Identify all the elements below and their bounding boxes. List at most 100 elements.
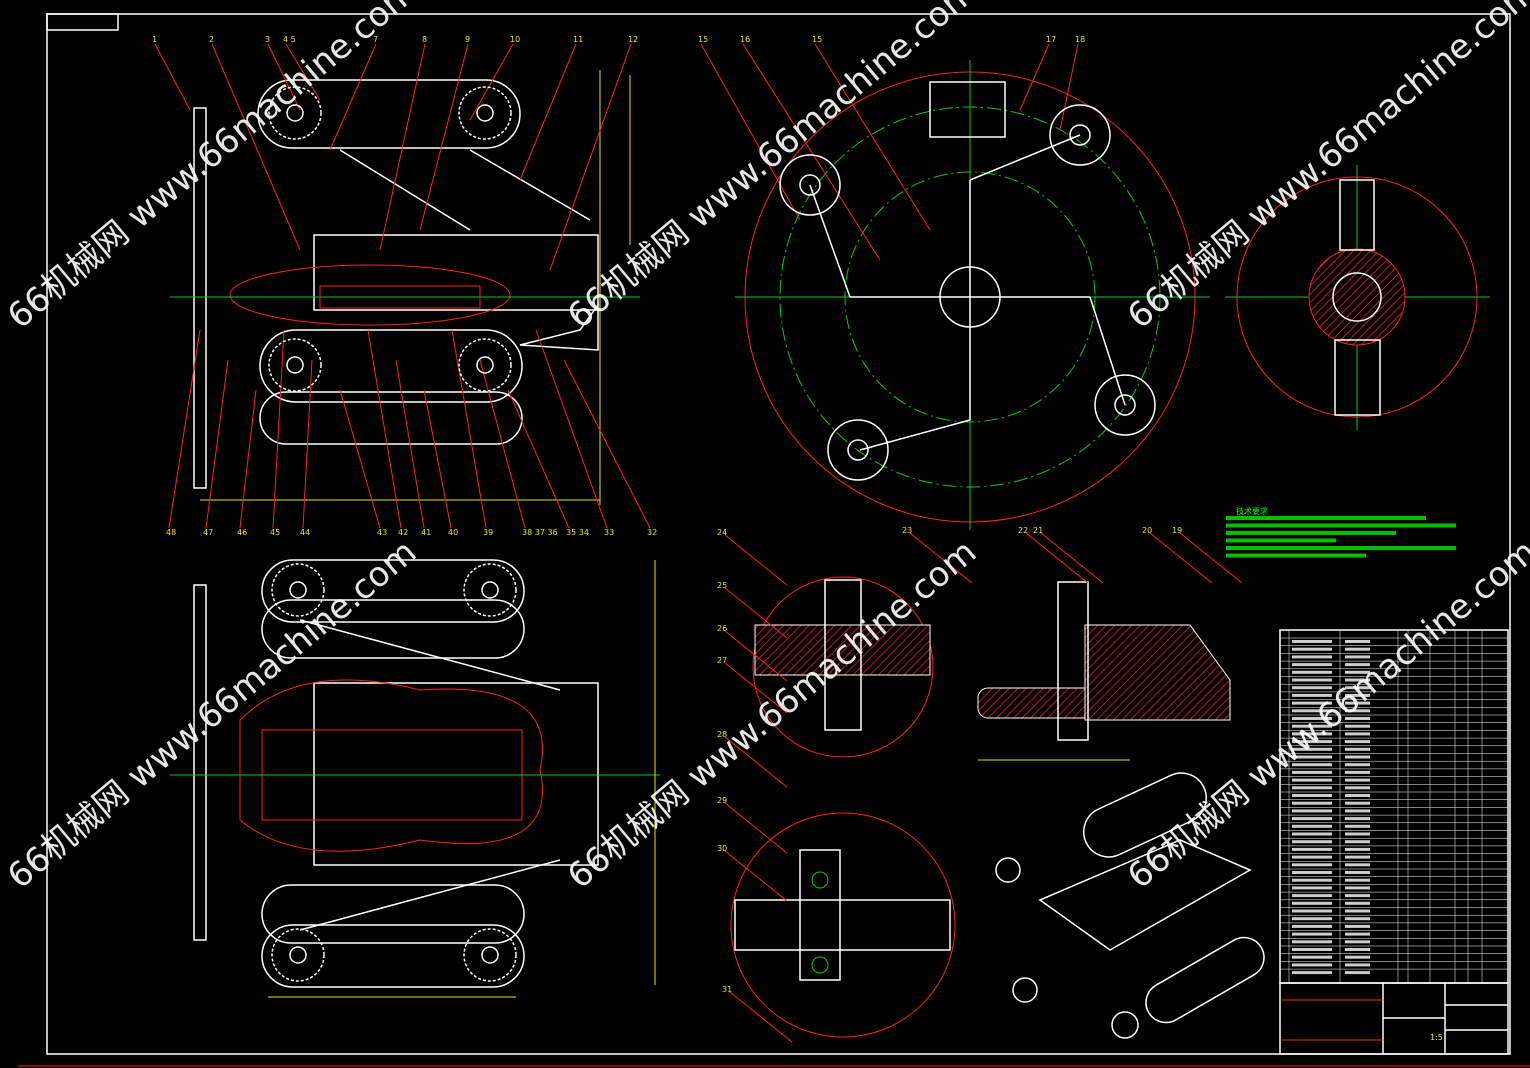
parts-row-name [1345,678,1370,682]
parts-row-name [1345,709,1370,713]
parts-row-name [1345,755,1370,759]
leader-line [724,587,788,639]
scale-label: 1:5 [1430,1033,1443,1042]
parts-row-name [1345,778,1370,782]
leader-line [563,359,651,529]
part-label: 29 [717,796,727,805]
parts-row-code [1292,924,1332,928]
technical-notes: 技术要求 [1226,506,1456,558]
parts-row-code [1292,894,1332,898]
wheel [827,419,889,481]
parts-row-name [1345,955,1370,959]
leader-line [272,329,285,529]
parts-row-name [1345,732,1370,736]
parts-row-code [1292,686,1332,690]
part-label: 4 5 [283,35,296,44]
note-line [1226,516,1426,520]
parts-row-code [1292,863,1332,867]
parts-row-code [1292,640,1332,643]
leader-line [724,850,788,902]
gear-hub [481,581,499,599]
parts-row-code [1292,693,1332,697]
leader-line [1040,532,1104,584]
parts-row-code [1292,878,1332,882]
parts-row-name [1345,871,1370,874]
parts-row-code [1292,724,1332,728]
parts-row-name [1345,817,1370,821]
part-label: 41 [421,528,431,537]
part-label: 44 [300,528,310,537]
parts-row-code [1292,809,1332,813]
leader-line [700,43,801,221]
parts-row-code [1292,901,1332,905]
parts-row-code [1292,794,1332,797]
leader-line [469,43,514,121]
parts-row-name [1345,794,1370,797]
notes-title: 技术要求 [1236,506,1268,516]
parts-row-name [1345,847,1370,851]
part-label: 38 37 36 [522,528,558,537]
leader-line [519,43,577,181]
parts-row-code [1292,971,1332,975]
part-label: 21 [1033,526,1043,535]
parts-row-name [1345,901,1370,905]
part-label: 8 [422,35,427,44]
parts-row-code [1292,740,1332,744]
part-label: 31 [722,985,732,994]
part-label: 12 [628,35,638,44]
gear-hub [286,356,304,374]
parts-list-table [1279,629,1509,984]
parts-row-name [1345,886,1370,890]
side-view [735,60,1210,530]
parts-row-name [1345,863,1370,867]
leader-line [724,630,788,682]
parts-row-name [1345,855,1370,859]
section-view-a [1225,165,1490,430]
leader-line [367,329,402,529]
parts-row-code [1292,747,1332,751]
parts-row-code [1292,824,1332,828]
parts-row-code [1292,763,1332,767]
parts-row-name [1345,940,1370,944]
leader-line [419,43,469,231]
gear-hub [481,946,499,964]
parts-row-code [1292,847,1332,851]
parts-row-code [1292,855,1332,859]
leader-line [814,43,931,231]
gear-hub [286,104,304,122]
part-label: 35 34 [566,528,589,537]
parts-row-code [1292,732,1332,736]
parts-row-name [1345,686,1370,690]
note-line [1226,523,1456,528]
leader-line [239,389,257,529]
parts-row-name [1345,963,1370,967]
leader-line [535,329,608,529]
gear-hub [289,946,307,964]
leader-line [168,329,201,529]
parts-row-name [1345,932,1370,936]
parts-row-code [1292,670,1332,674]
parts-row-name [1345,801,1370,805]
part-label: 42 [398,528,408,537]
parts-row-name [1345,894,1370,898]
note-line [1226,553,1366,558]
leader-line [1059,43,1079,131]
parts-row-name [1345,917,1370,921]
parts-row-name [1345,670,1370,674]
parts-row-code [1292,840,1332,844]
part-label: 9 [465,35,470,44]
parts-row-code [1292,932,1332,936]
part-label: 27 [717,656,727,665]
wheel [779,154,841,216]
leader-line [507,389,570,529]
leader-line [211,43,301,251]
gear-hub [289,581,307,599]
leader-line [724,662,788,714]
leader-line [1025,532,1089,584]
part-label: 32 [647,528,657,537]
gear-icon [271,563,325,617]
part-label: 10 [510,35,520,44]
leader-line [1019,43,1050,111]
front-view [170,70,640,505]
parts-row-code [1292,817,1332,821]
